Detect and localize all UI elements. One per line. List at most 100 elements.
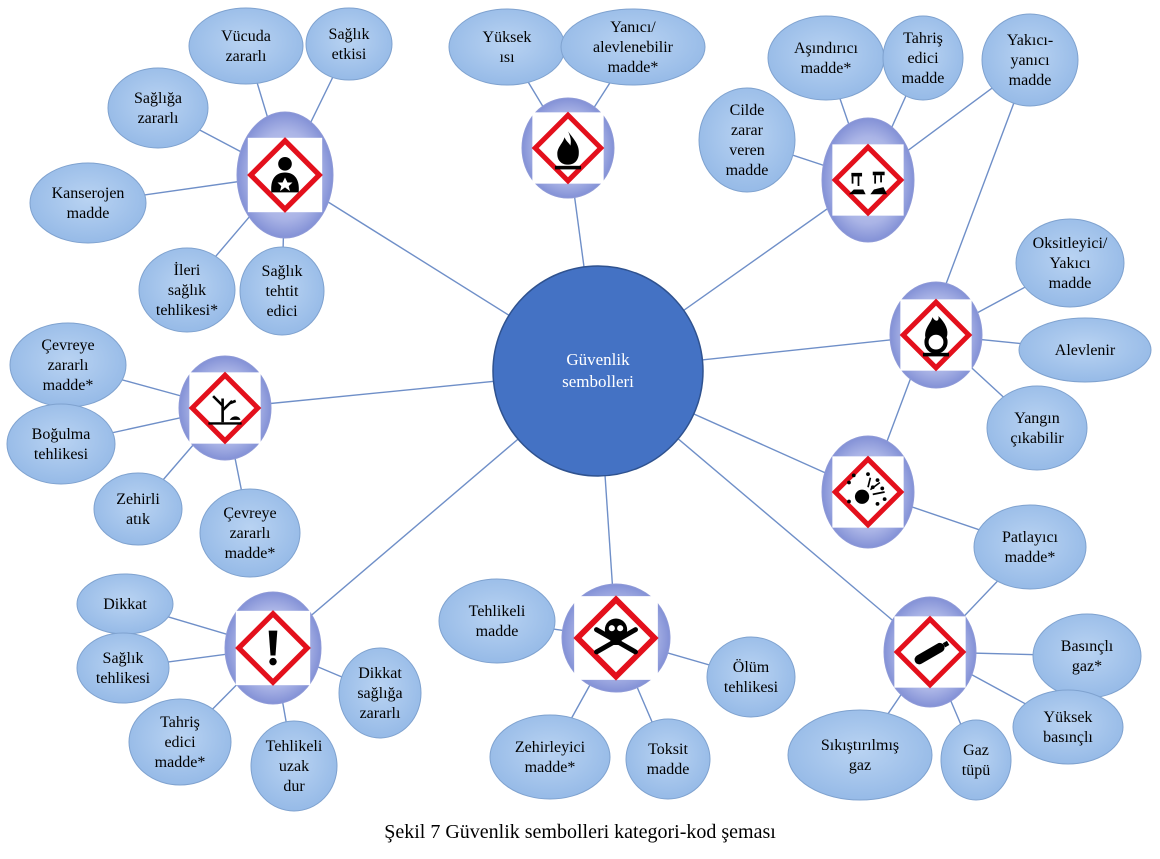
link-extra-corrosive-explosive bbox=[867, 59, 1031, 493]
bubble-label-line: Alevlenir bbox=[1055, 342, 1116, 359]
bubble-label-line: yanıcı bbox=[1010, 52, 1050, 69]
pictogram-node-explosive bbox=[821, 435, 915, 549]
bubble-label-line: Tehlikeli bbox=[266, 738, 323, 755]
bubble-label-line: Çevreye bbox=[223, 505, 276, 522]
bubble-label-line: Yanıcı/ bbox=[610, 19, 656, 36]
label-bubble: Yanıcı/alevlenebilir madde* bbox=[560, 8, 706, 86]
bubble-label-line: sağlığa bbox=[357, 685, 402, 702]
bubble-label-line: Zehirli bbox=[116, 491, 160, 508]
bubble-label-line: Sağlık bbox=[103, 650, 144, 667]
bubble-label-line: madde bbox=[726, 162, 769, 179]
bubble-label-line: Cilde bbox=[730, 102, 765, 119]
pictogram-node-environment bbox=[178, 355, 272, 461]
label-bubble: Sağlık etkisi bbox=[305, 7, 393, 81]
bubble-label-line: Sağlık bbox=[329, 26, 370, 43]
bubble-label-line: Vücuda bbox=[221, 28, 271, 45]
bubble-label-line: Zehirleyici bbox=[515, 739, 586, 756]
label-bubble: Boğulma tehlikesi bbox=[6, 403, 116, 485]
bubble-label-line: zararlı bbox=[138, 110, 179, 127]
pictogram-node-gas bbox=[883, 596, 977, 708]
label-bubble: Çevreye zararlı madde* bbox=[199, 488, 301, 578]
bubble-label-line: madde* bbox=[608, 59, 659, 76]
bubble-label-line: Oksitleyici/ bbox=[1033, 235, 1108, 252]
bubble-label-line: madde bbox=[67, 205, 110, 222]
label-bubble: Yüksek ısı bbox=[448, 8, 566, 86]
bubble-label-line: madde* bbox=[225, 545, 276, 562]
pictogram-node-oxidizer bbox=[889, 281, 983, 389]
bubble-label-line: Yüksek bbox=[1044, 709, 1093, 726]
bubble-label-line: dur bbox=[283, 778, 305, 795]
bubble-label-line: Boğulma bbox=[32, 426, 91, 443]
bubble-label-line: İleri bbox=[174, 261, 201, 279]
label-bubble: Zehirleyici madde* bbox=[489, 714, 611, 800]
bubble-label-line: tehlikesi* bbox=[156, 302, 218, 319]
bubble-label-line: Basınçlı bbox=[1061, 638, 1114, 655]
bubble-label-line: uzak bbox=[279, 758, 309, 775]
corrosion-icon bbox=[848, 171, 888, 195]
bubble-label-line: madde bbox=[1049, 275, 1092, 292]
flame-icon bbox=[554, 131, 582, 170]
bubble-label-line: zararlı bbox=[226, 48, 267, 65]
label-bubble: Vücuda zararlı bbox=[188, 7, 304, 85]
bubble-label-line: Yüksek bbox=[483, 29, 532, 46]
bubble-label-line: Kanserojen bbox=[52, 185, 125, 202]
bubble-label-line: Patlayıcı bbox=[1002, 529, 1059, 546]
pictogram-node-toxic bbox=[561, 583, 671, 693]
bubble-label-line: zarar bbox=[731, 122, 764, 139]
bubble-label-line: madde* bbox=[43, 377, 94, 394]
bubble-label-line: tehtit bbox=[266, 283, 299, 300]
bubble-label-line: edici bbox=[907, 50, 939, 67]
bubble-label-line: madde* bbox=[1005, 549, 1056, 566]
bubble-label-line: Yakıcı- bbox=[1007, 32, 1053, 49]
gas-cylinder-icon bbox=[914, 640, 950, 665]
bubble-label-line: Dikkat bbox=[103, 596, 147, 613]
bubble-label-line: tehlikesi bbox=[34, 446, 89, 463]
bubble-label-line: madde* bbox=[155, 754, 206, 771]
bubble-label-line: madde* bbox=[525, 759, 576, 776]
bubble-label-line: veren bbox=[729, 142, 765, 159]
environment-icon bbox=[208, 395, 242, 425]
label-bubble: Alevlenir bbox=[1018, 317, 1152, 383]
bubble-label-line: madde bbox=[902, 70, 945, 87]
label-bubble: Zehirli atık bbox=[93, 472, 183, 546]
bubble-label-line: madde* bbox=[801, 60, 852, 77]
pictogram-node-flammable bbox=[521, 97, 615, 199]
bubble-label-line: Yangın bbox=[1014, 410, 1060, 427]
pictogram-node-corrosive bbox=[821, 117, 915, 243]
label-bubble: Dikkat bbox=[76, 573, 174, 635]
bubble-label-line: Tehlikeli bbox=[469, 603, 526, 620]
bubble-label-line: tehlikesi bbox=[724, 679, 779, 696]
bubble-label-line: Sıkıştırılmış bbox=[821, 737, 899, 754]
bubble-label-line: zararlı bbox=[360, 705, 401, 722]
bubble-label-line: edici bbox=[164, 734, 196, 751]
center-label-line: sembolleri bbox=[562, 372, 634, 391]
bubble-label-line: zararlı bbox=[230, 525, 271, 542]
label-bubble: Cilde zarar veren madde bbox=[698, 87, 796, 193]
bubble-label-line: Sağlık bbox=[262, 263, 303, 280]
bubble-label-line: atık bbox=[126, 511, 150, 528]
exclamation-icon bbox=[268, 630, 278, 666]
bubble-label-line: Toksit bbox=[648, 741, 688, 758]
bubble-label-line: Aşındırıcı bbox=[794, 40, 859, 57]
bubble-label-line: edici bbox=[266, 303, 298, 320]
figure-caption: Şekil 7 Güvenlik sembolleri kategori-kod… bbox=[384, 821, 776, 843]
bubble-label-line: Sağlığa bbox=[134, 90, 182, 107]
bubble-label-line: Tahriş bbox=[903, 30, 943, 47]
bubble-label-line: alevlenebilir bbox=[593, 39, 674, 56]
bubble-label-line: basınçlı bbox=[1043, 729, 1093, 746]
skull-crossbones-icon bbox=[594, 618, 638, 655]
label-bubble: Sağlığa zararlı bbox=[107, 67, 209, 149]
bubble-label-line: ısı bbox=[499, 49, 515, 66]
label-bubble: Sağlık tehtit edici bbox=[239, 246, 325, 336]
bubble-label-line: etkisi bbox=[332, 46, 367, 63]
pictogram-node-health-hazard bbox=[236, 111, 334, 239]
label-bubble: Tehlikeli uzak dur bbox=[250, 720, 338, 812]
